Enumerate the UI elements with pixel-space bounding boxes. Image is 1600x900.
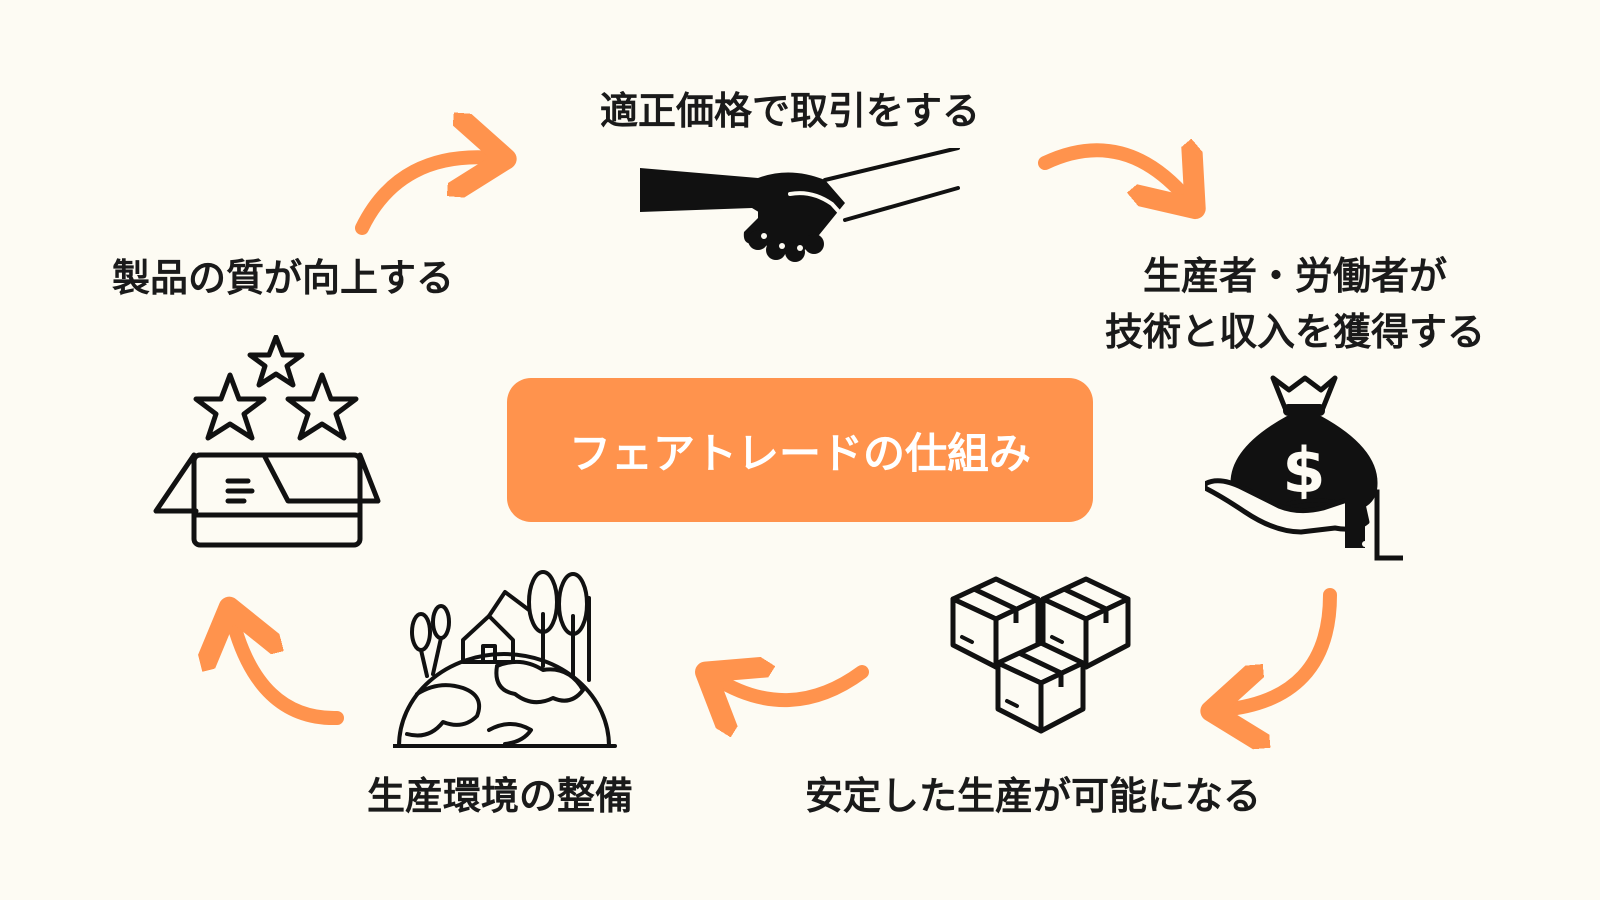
step-skills-income-line1: 生産者・労働者が [1143,254,1448,298]
arrow-environment-to-quality [232,618,344,726]
earth-landscape-icon [393,570,617,748]
arrow-stable-to-environment [715,672,869,700]
step-environment-label: 生産環境の整備 [367,774,634,818]
box-left [950,576,1041,670]
center-title-box: フェアトレードの仕組み [507,378,1093,522]
box-with-stars-icon [153,335,381,548]
handshake-icon [640,148,960,262]
step-fair-price-label: 適正価格で取引をする [600,89,981,133]
step-stable-production-label: 安定した生産が可能になる [805,774,1262,818]
center-title: フェアトレードの仕組み [568,428,1031,478]
stacked-boxes-icon [950,576,1131,734]
svg-text:$: $ [1282,434,1325,507]
box-right [1040,576,1131,670]
arrow-quality-to-price [355,157,495,235]
star-right [285,372,359,441]
arrow-income-to-stable [1222,588,1337,710]
step-quality-label: 製品の質が向上する [112,256,455,300]
box-bottom [995,640,1086,734]
money-bag-hand-icon: $ [1205,375,1403,561]
star-left [193,372,267,441]
arrow-price-to-income [1038,150,1188,200]
step-skills-income-line2: 技術と収入を獲得する [1105,310,1486,354]
star-top [247,335,305,388]
step-skills-income-label: 生産者・労働者が 技術と収入を獲得する [1105,248,1485,360]
